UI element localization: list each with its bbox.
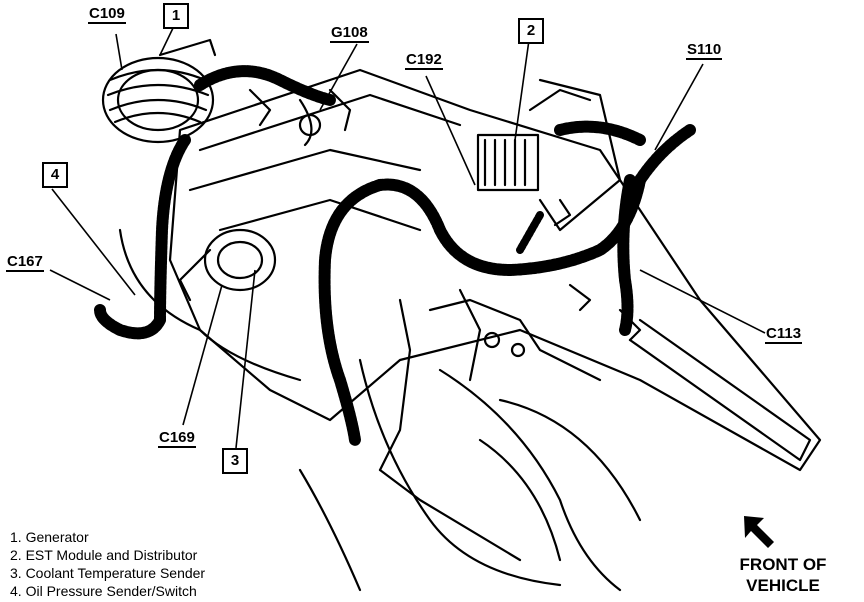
- connector-label-g108: G108: [330, 24, 369, 43]
- legend: 1. Generator 2. EST Module and Distribut…: [10, 528, 205, 600]
- front-of-vehicle-line2: VEHICLE: [746, 576, 820, 595]
- front-of-vehicle-line1: FRONT OF: [739, 555, 827, 574]
- legend-item: 1. Generator: [10, 529, 89, 545]
- legend-item: 4. Oil Pressure Sender/Switch: [10, 583, 197, 599]
- connector-label-s110: S110: [686, 41, 723, 60]
- arrow-up-left-icon: [744, 516, 774, 548]
- connector-label-c192: C192: [405, 51, 443, 70]
- callout-box-2: 2: [518, 18, 544, 44]
- callout-box-3: 3: [222, 448, 248, 474]
- legend-item: 3. Coolant Temperature Sender: [10, 565, 206, 581]
- front-of-vehicle-label: FRONT OF VEHICLE: [728, 554, 838, 596]
- est-module-shape: [476, 133, 540, 192]
- wiring-harness-main: [154, 134, 191, 326]
- connector-label-c167: C167: [6, 253, 44, 272]
- connector-label-c169: C169: [158, 429, 196, 448]
- legend-item: 2. EST Module and Distributor: [10, 547, 198, 563]
- connector-label-c109: C109: [88, 5, 126, 24]
- engine-block-outline: [168, 68, 822, 472]
- generator-shape: [101, 56, 215, 144]
- connector-label-c113: C113: [765, 325, 803, 344]
- callout-box-1: 1: [163, 3, 189, 29]
- callout-box-4: 4: [42, 162, 68, 188]
